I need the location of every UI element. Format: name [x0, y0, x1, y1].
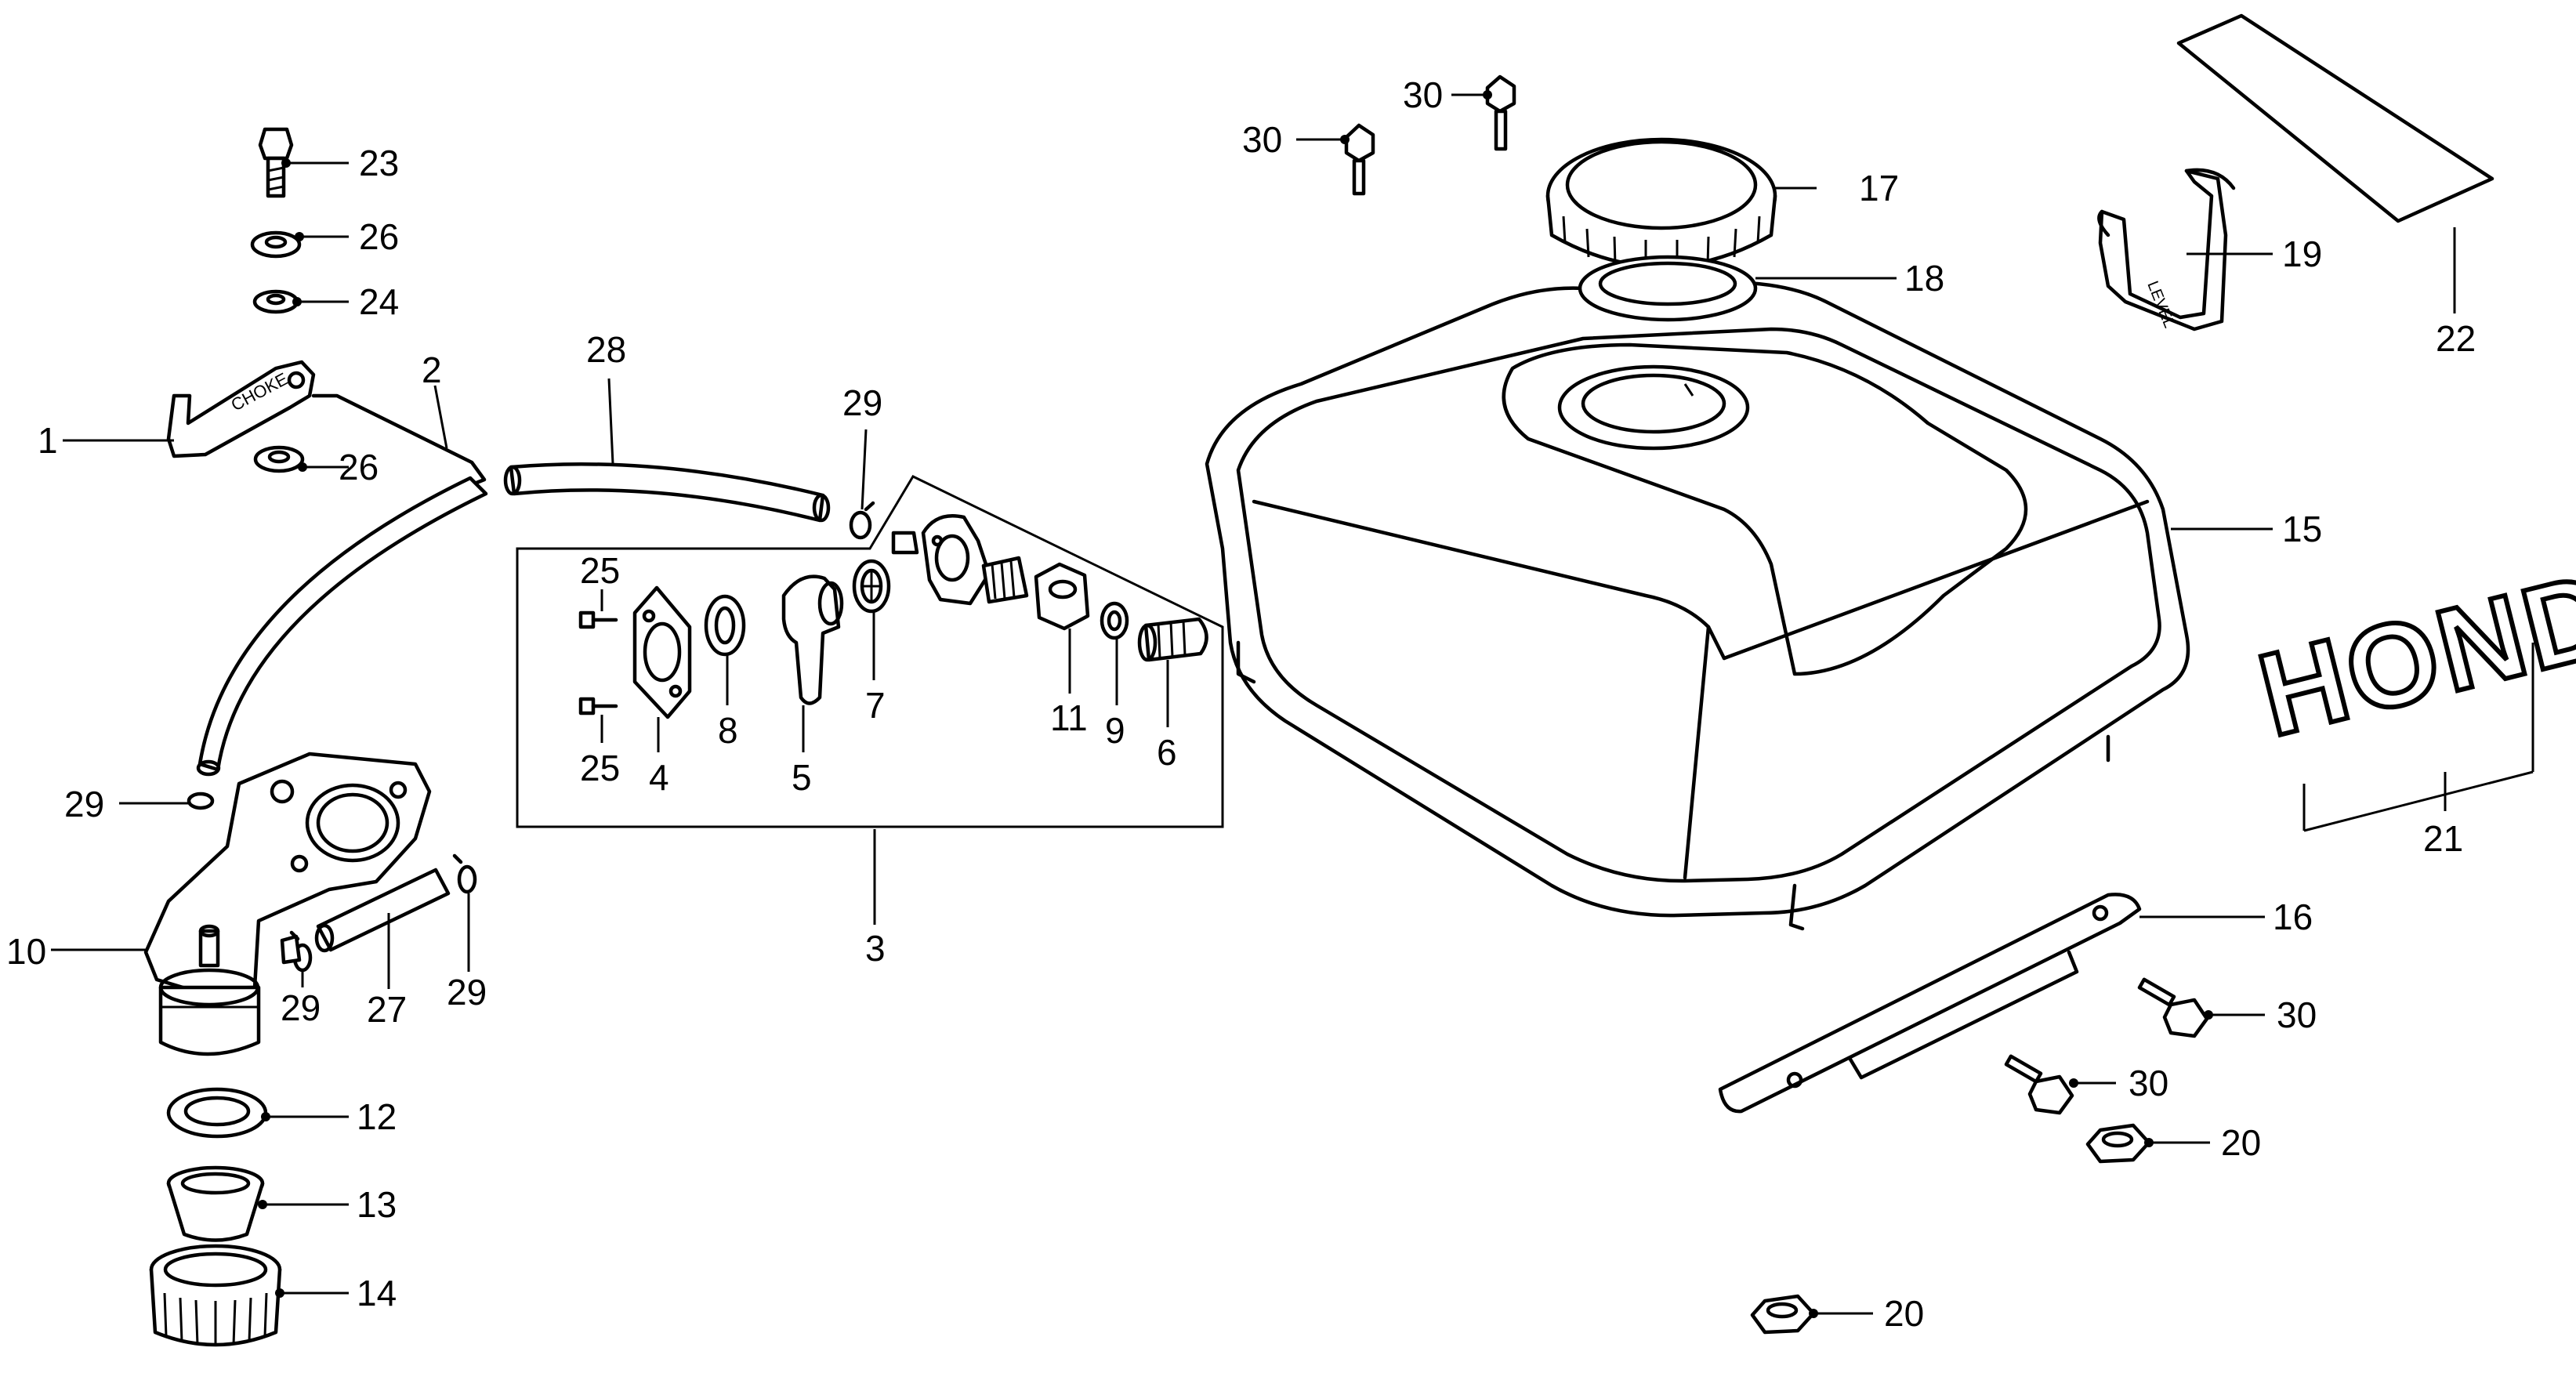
callout-30-lower-right: 30 — [2277, 994, 2317, 1035]
callout-30-top-left: 30 — [1242, 119, 1282, 160]
part-26-washer-upper — [250, 230, 302, 259]
callout-17: 17 — [1859, 168, 1899, 208]
part-18-cap-gasket — [1578, 255, 1758, 322]
callout-2: 2 — [422, 350, 442, 390]
callout-4: 4 — [649, 757, 669, 798]
part-26-washer-lower — [253, 445, 305, 473]
callout-26-lower: 26 — [339, 447, 379, 487]
callout-13: 13 — [357, 1184, 397, 1225]
part-8-valve-gasket — [704, 594, 746, 657]
part-6-strainer — [1137, 617, 1208, 662]
part-10-inlet-elbow — [143, 752, 432, 1056]
part-24-lock-washer — [252, 289, 299, 314]
part-12-gasket — [166, 1087, 268, 1139]
callout-23: 23 — [359, 143, 399, 183]
callout-18: 18 — [1904, 258, 1944, 299]
part-14-ring-nut — [149, 1244, 282, 1347]
part-22-decal — [2176, 13, 2494, 223]
part-20-nut-upper — [2085, 1123, 2151, 1164]
callout-22: 22 — [2436, 318, 2476, 359]
part-27-short-tube — [314, 868, 451, 953]
callout-12: 12 — [357, 1096, 397, 1137]
callout-5: 5 — [792, 757, 812, 798]
callout-30-lower-left: 30 — [2129, 1063, 2168, 1103]
honda-logo: HONDA — [2247, 525, 2576, 761]
part-30-bolt-lower-left — [2004, 1054, 2074, 1115]
part-fuel-tube-curved — [196, 476, 488, 777]
callout-6: 6 — [1157, 732, 1177, 773]
part-7-filter-disc — [852, 559, 891, 614]
part-21-honda-emblem: HONDA — [2244, 523, 2576, 763]
callout-25-upper: 25 — [580, 550, 620, 591]
part-16-tank-bracket — [1718, 893, 2142, 1114]
callout-10: 10 — [6, 931, 46, 972]
callout-15: 15 — [2282, 509, 2322, 549]
part-29-clip-top — [849, 501, 875, 540]
callout-20-upper: 20 — [2221, 1122, 2261, 1163]
part-4-valve-plate — [632, 585, 692, 719]
callout-27: 27 — [367, 989, 407, 1030]
callout-1: 1 — [38, 420, 58, 461]
fuel-valve-assembly-bracket — [516, 475, 1224, 828]
callout-30-top-right: 30 — [1403, 74, 1443, 115]
part-30-bolt-lower-right — [2137, 977, 2209, 1038]
part-valve-body — [891, 513, 1029, 606]
part-11-nut — [1034, 562, 1090, 631]
callout-29-top: 29 — [842, 382, 882, 423]
callout-7: 7 — [865, 685, 886, 726]
callout-25-lower: 25 — [580, 748, 620, 788]
callout-21: 21 — [2423, 818, 2463, 859]
callout-29-mid: 29 — [281, 987, 321, 1028]
callout-26-upper: 26 — [359, 216, 399, 257]
part-2-choke-rod — [311, 393, 487, 485]
callout-3: 3 — [865, 928, 886, 969]
part-30-bolt-top-right — [1485, 74, 1516, 151]
callout-29-left: 29 — [64, 784, 104, 824]
part-20-nut-lower — [1750, 1294, 1816, 1335]
part-29-clip-left — [187, 792, 215, 810]
part-5-valve-lever — [781, 574, 844, 705]
callout-24: 24 — [359, 281, 399, 322]
leader-lines — [51, 90, 2534, 1318]
callout-28: 28 — [586, 329, 626, 370]
part-1-choke-lever: CHOKE — [166, 360, 316, 458]
part-25-screw-lower — [578, 697, 618, 715]
callout-19: 19 — [2282, 234, 2322, 274]
part-30-bolt-top-left — [1344, 123, 1375, 196]
part-15-fuel-tank — [1205, 280, 2190, 931]
callout-8: 8 — [718, 710, 738, 751]
callout-9: 9 — [1105, 710, 1125, 751]
callout-16: 16 — [2273, 897, 2313, 937]
callout-numbers: 23 26 24 26 1 2 28 29 29 10 29 27 29 12 … — [6, 74, 2476, 1334]
part-25-screw-upper — [578, 610, 618, 629]
callout-14: 14 — [357, 1273, 397, 1313]
part-23-bolt — [258, 127, 294, 198]
part-29-clip-right — [452, 853, 477, 894]
callout-11: 11 — [1050, 697, 1088, 738]
part-9-washer — [1100, 601, 1129, 640]
callout-29-right: 29 — [447, 972, 487, 1013]
part-17-fuel-cap — [1545, 137, 1777, 269]
part-28-fuel-tube — [503, 462, 831, 523]
part-19-level-clip: LEVEL — [2097, 168, 2236, 331]
part-13-collar — [166, 1165, 265, 1242]
callout-20-lower: 20 — [1884, 1293, 1924, 1334]
